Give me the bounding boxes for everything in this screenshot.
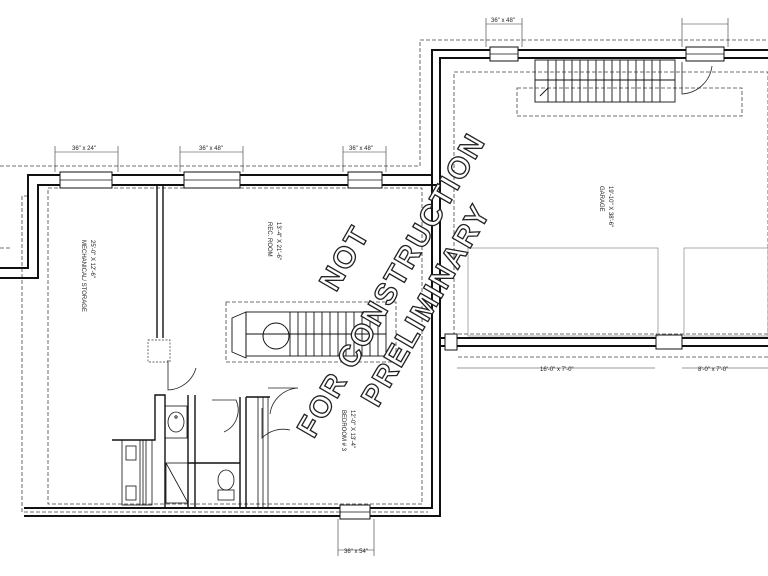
bathroom-fixtures — [121, 405, 235, 506]
rec-room-size: 13'-4" X 21'-6" — [275, 222, 281, 260]
window-label-3: 36" x 48" — [349, 146, 373, 152]
window-label-1: 36" x 24" — [72, 146, 96, 152]
window-label-5: 36" x 54" — [344, 549, 368, 555]
room-label-mechanical: MECHANICAL/ STORAGE 25'-0" X 12'-6" — [80, 240, 95, 312]
window-label-2: 36" x 48" — [199, 146, 223, 152]
toilet-bowl — [217, 469, 235, 491]
dashed-outline — [0, 39, 768, 513]
garage-size: 19'-10" X 38'-6" — [607, 186, 613, 227]
bedroom-size: 12'-0" X 13'-4" — [349, 410, 355, 448]
stairs-main — [231, 311, 387, 359]
door-swings — [167, 62, 713, 439]
dimension-lines — [54, 18, 768, 556]
bedroom-closet — [257, 396, 269, 509]
bedroom-name: BEDROOM # 3 — [340, 410, 346, 452]
mechanical-chase — [147, 339, 171, 363]
stair-newel — [262, 322, 290, 350]
interior-walls — [112, 186, 270, 508]
room-label-garage: GARAGE 19'-10" X 38'-6" — [598, 186, 613, 227]
rec-room-name: REC. ROOM — [266, 222, 272, 257]
sink-basin — [167, 411, 185, 433]
window-glazing — [60, 53, 724, 513]
garage-door-label-1: 16'-0" x 7'-0" — [540, 367, 574, 373]
garage-name: GARAGE — [598, 186, 604, 212]
mechanical-size: 25'-0" X 12'-6" — [89, 240, 95, 278]
stairs-garage — [534, 59, 676, 103]
room-label-rec-room: REC. ROOM 13'-4" X 21'-6" — [266, 222, 281, 260]
watermark-line-1: NOT — [313, 220, 376, 297]
garage-parking — [467, 247, 768, 337]
mechanical-name: MECHANICAL/ STORAGE — [80, 240, 86, 312]
room-label-bedroom: BEDROOM # 3 12'-0" X 13'-4" — [340, 410, 355, 452]
window-label-4: 36" x 48" — [491, 18, 515, 24]
garage-door-label-2: 8'-0" x 7'-0" — [698, 367, 728, 373]
